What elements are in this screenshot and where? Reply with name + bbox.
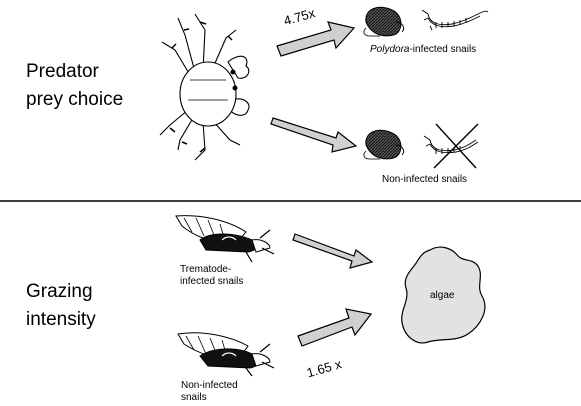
- infected-snails-suffix: -infected snails: [409, 44, 477, 55]
- arrow-to-infected: [276, 21, 356, 57]
- periwinkle-snail-icon: [363, 6, 405, 37]
- crab-icon: [159, 13, 250, 161]
- trematode-label-line1: Trematode-: [180, 264, 232, 275]
- algae-patch: [401, 246, 486, 344]
- arrow-noninfected-to-algae: [297, 308, 373, 347]
- noninfected-label-line2: snails: [181, 392, 207, 403]
- polydora-infected-label: Polydora-infected snails: [370, 44, 476, 56]
- algae-label: algae: [430, 290, 455, 301]
- cross-out-icon: [433, 123, 479, 169]
- trematode-label-line2: infected snails: [180, 276, 244, 287]
- periwinkle-snail-icon: [363, 129, 405, 160]
- polydora-worm-icon: [421, 9, 489, 31]
- grazing-title-line2: intensity: [26, 309, 96, 330]
- predator-title-line1: Predator: [26, 61, 99, 82]
- predator-title-line2: prey choice: [26, 89, 124, 110]
- noninfected-label-line1: Non-infected: [181, 380, 238, 391]
- polydora-genus-label: Polydora: [370, 44, 410, 55]
- arrow-trematode-to-algae: [292, 233, 374, 269]
- periwinkle-snail-icon-large: [177, 332, 275, 377]
- grazing-title-line1: Grazing: [26, 281, 93, 302]
- arrow-to-noninfected: [270, 117, 358, 153]
- trematode-snail-icon: [175, 215, 275, 263]
- polydora-worm-icon: [423, 135, 479, 154]
- noninfected-snails-label-top: Non-infected snails: [382, 174, 468, 185]
